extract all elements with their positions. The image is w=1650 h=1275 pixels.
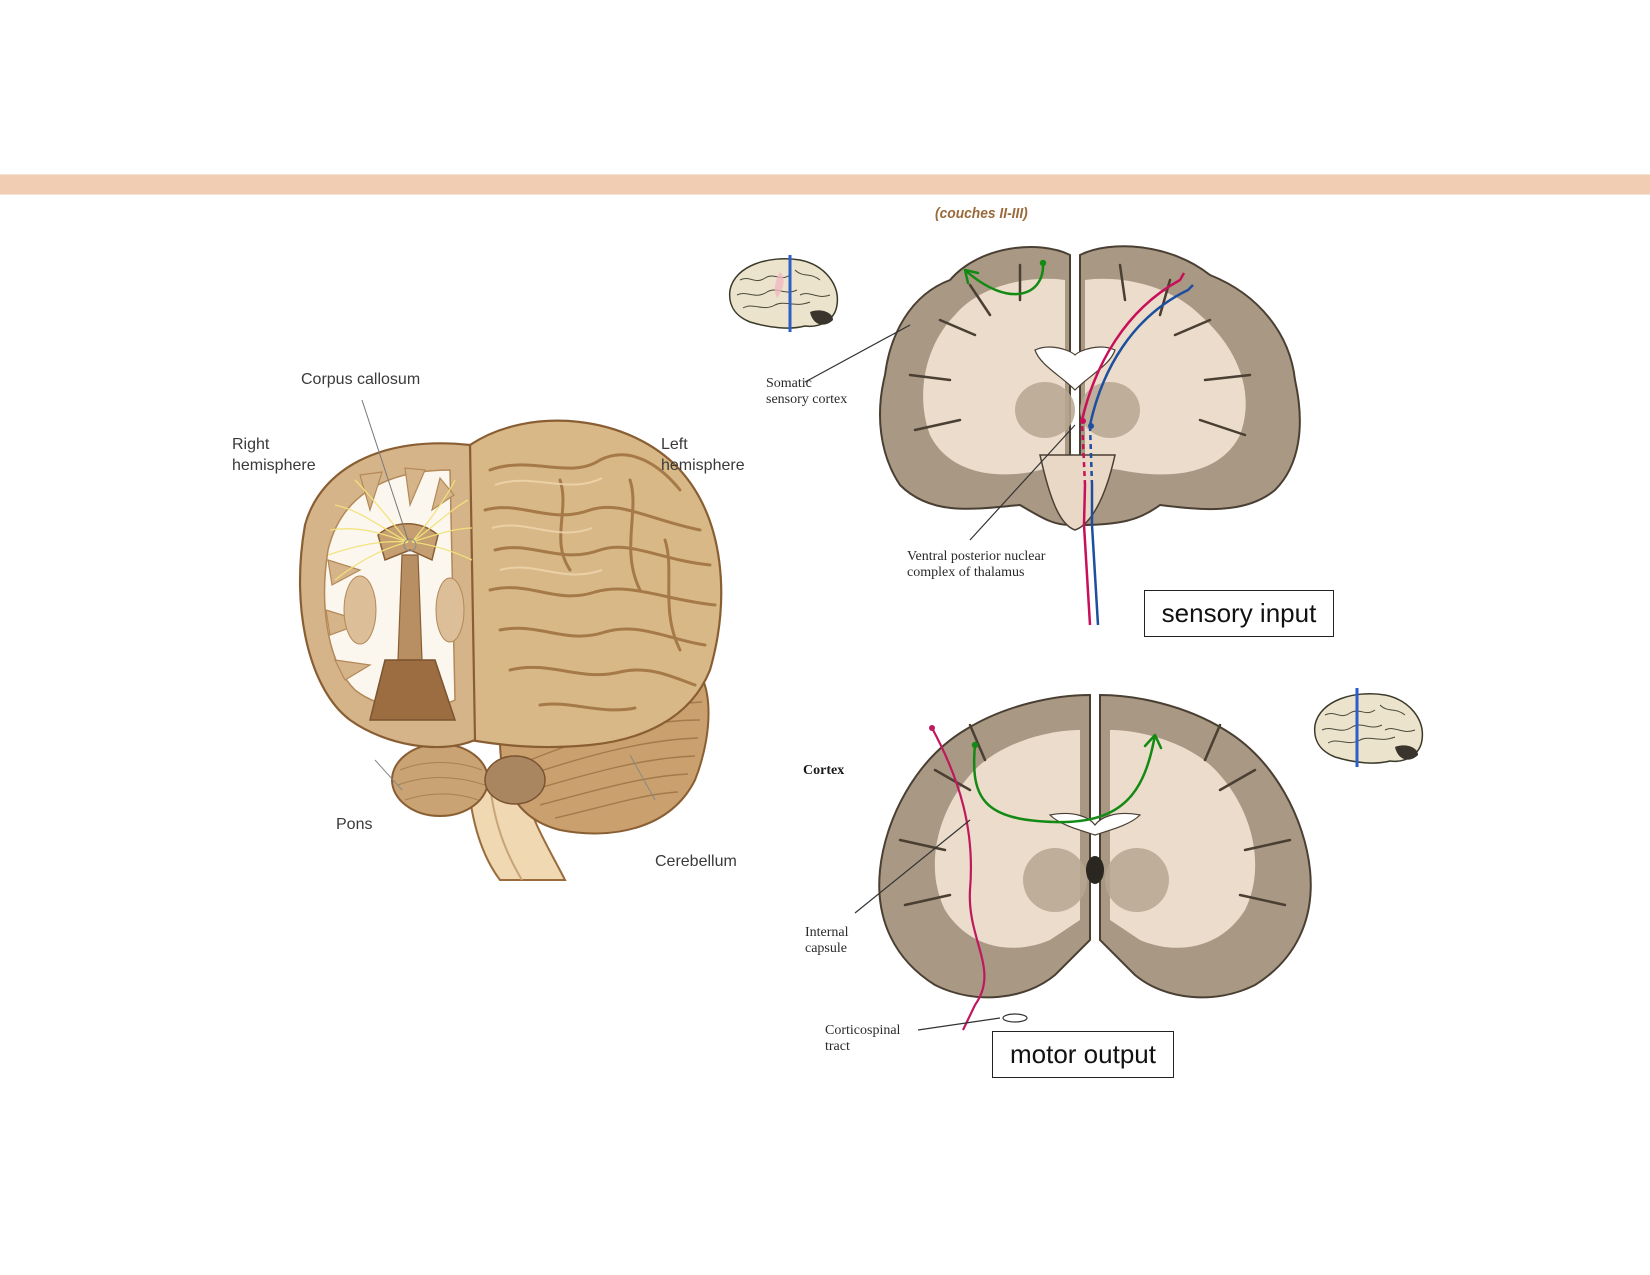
label-right-hemisphere: Right hemisphere	[232, 436, 316, 474]
motor-leader-lines	[854, 819, 1028, 1031]
motor-section-figure	[790, 680, 1430, 1060]
whole-brain-illustration	[298, 399, 723, 881]
whole-brain-figure	[210, 360, 770, 881]
label-corticospinal-tract: Corticospinal tract	[825, 1023, 901, 1054]
motor-coronal-slice	[878, 693, 1312, 1031]
label-somatic-sensory-cortex: Somatic sensory cortex	[766, 376, 848, 407]
layers-caption: (couches II-III)	[935, 205, 1028, 222]
motor-output-box: motor output	[992, 1031, 1174, 1078]
header-band	[0, 174, 1650, 195]
label-cortex: Cortex	[803, 763, 845, 778]
label-internal-capsule: Internal capsule	[805, 925, 849, 956]
sensory-coronal-slice	[804, 245, 1301, 626]
sensory-input-box: sensory input	[1144, 590, 1334, 637]
sensory-locator-brain	[728, 255, 839, 332]
motor-locator-brain	[1313, 688, 1424, 767]
sensory-section-figure	[725, 220, 1345, 626]
label-cerebellum: Cerebellum	[655, 853, 737, 870]
label-pons: Pons	[336, 816, 373, 833]
label-left-hemisphere: Left hemisphere	[661, 436, 745, 474]
label-corpus-callosum: Corpus callosum	[301, 371, 421, 388]
label-ventral-posterior-thalamus: Ventral posterior nuclear complex of tha…	[907, 549, 1046, 580]
